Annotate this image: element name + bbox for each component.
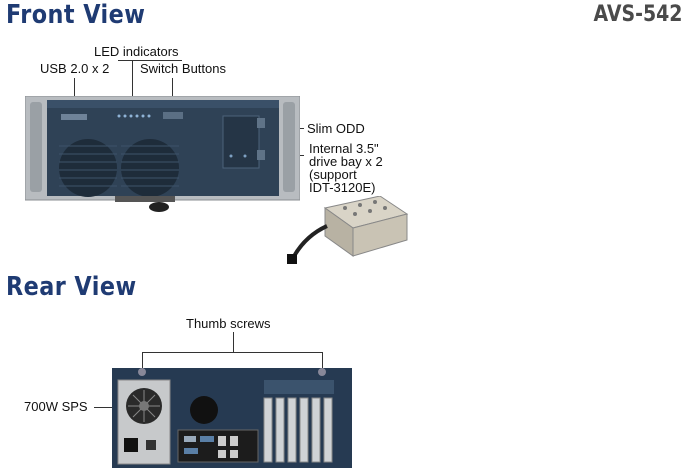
drive-bay-label-1: Internal 3.5" bbox=[309, 141, 379, 156]
switch-leader bbox=[172, 78, 173, 110]
rear-view-heading: Rear View bbox=[6, 272, 137, 302]
drive-bay-label-2: drive bay x 2 bbox=[309, 154, 383, 169]
switch-buttons-label: Switch Buttons bbox=[140, 61, 226, 76]
sps-label: 700W SPS bbox=[24, 399, 88, 414]
usb-label: USB 2.0 x 2 bbox=[40, 61, 110, 76]
thumb-leader-h bbox=[142, 352, 323, 353]
thumb-leader-left bbox=[142, 352, 143, 368]
led-indicators-label: LED indicators bbox=[94, 44, 179, 59]
led-leader-h bbox=[118, 60, 182, 61]
front-chassis-image bbox=[25, 96, 300, 212]
drive-bay-label-3: (support bbox=[309, 167, 357, 182]
led-leader-v bbox=[132, 60, 133, 110]
rear-chassis-image bbox=[112, 368, 352, 468]
sps-leader bbox=[94, 407, 118, 408]
drive-bay-label-4: IDT-3120E) bbox=[309, 180, 376, 195]
thumb-screws-label: Thumb screws bbox=[186, 316, 271, 331]
thumb-leader-right bbox=[322, 352, 323, 368]
slim-odd-label: Slim ODD bbox=[307, 121, 365, 136]
front-view-heading: Front View bbox=[6, 0, 146, 30]
thumb-leader-center bbox=[233, 332, 234, 352]
model-name: AVS-542 bbox=[593, 2, 682, 27]
drive-bay-image bbox=[287, 196, 409, 264]
